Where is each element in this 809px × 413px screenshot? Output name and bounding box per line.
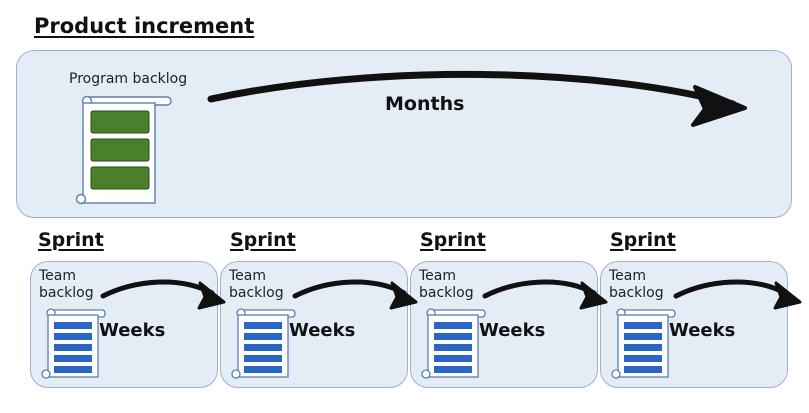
weeks-label: Weeks [99, 320, 166, 341]
team-backlog-label: Team backlog [39, 268, 94, 301]
curved-arrow-icon [100, 279, 226, 310]
curved-arrow-icon [482, 279, 608, 310]
sprint-title: Sprint [230, 229, 296, 251]
sprint-panel: Team backlog Weeks [220, 261, 408, 388]
team-backlog-item [54, 355, 92, 362]
team-backlog-item [434, 333, 472, 340]
product-increment-title: Product increment [34, 14, 255, 38]
months-label: Months [385, 93, 465, 115]
program-backlog-label: Program backlog [69, 71, 188, 87]
team-backlog-item [244, 344, 282, 351]
team-backlog-scroll-icon [41, 308, 106, 379]
curved-arrow-icon [673, 279, 802, 310]
team-backlog-item [624, 322, 662, 329]
team-backlog-item [244, 333, 282, 340]
team-backlog-item [244, 355, 282, 362]
weeks-label: Weeks [289, 320, 356, 341]
product-increment-panel: Program backlog Months [16, 50, 792, 218]
weeks-label: Weeks [669, 320, 736, 341]
program-backlog-item [90, 110, 150, 134]
program-backlog-scroll-icon [75, 95, 172, 205]
sprint-title: Sprint [420, 229, 486, 251]
team-backlog-item [244, 366, 282, 373]
curved-arrow-icon [292, 279, 418, 310]
team-backlog-label: Team backlog [229, 268, 284, 301]
team-backlog-label: Team backlog [419, 268, 474, 301]
team-backlog-item [54, 344, 92, 351]
team-backlog-item [54, 366, 92, 373]
team-backlog-item [434, 344, 472, 351]
team-backlog-scroll-icon [231, 308, 296, 379]
program-backlog-item [90, 166, 150, 190]
team-backlog-item [434, 355, 472, 362]
team-backlog-item [624, 355, 662, 362]
team-backlog-label: Team backlog [609, 268, 664, 301]
team-backlog-item [54, 333, 92, 340]
team-backlog-scroll-icon [611, 308, 676, 379]
sprint-title: Sprint [610, 229, 676, 251]
team-backlog-scroll-icon [421, 308, 486, 379]
team-backlog-item [54, 322, 92, 329]
weeks-label: Weeks [479, 320, 546, 341]
sprint-panel: Team backlog Weeks [600, 261, 788, 388]
team-backlog-item [244, 322, 282, 329]
team-backlog-item [624, 344, 662, 351]
team-backlog-item [434, 322, 472, 329]
team-backlog-item [624, 366, 662, 373]
team-backlog-item [434, 366, 472, 373]
sprint-title: Sprint [38, 229, 104, 251]
team-backlog-item [624, 333, 662, 340]
program-backlog-item [90, 138, 150, 162]
months-arrow-icon [207, 70, 747, 127]
